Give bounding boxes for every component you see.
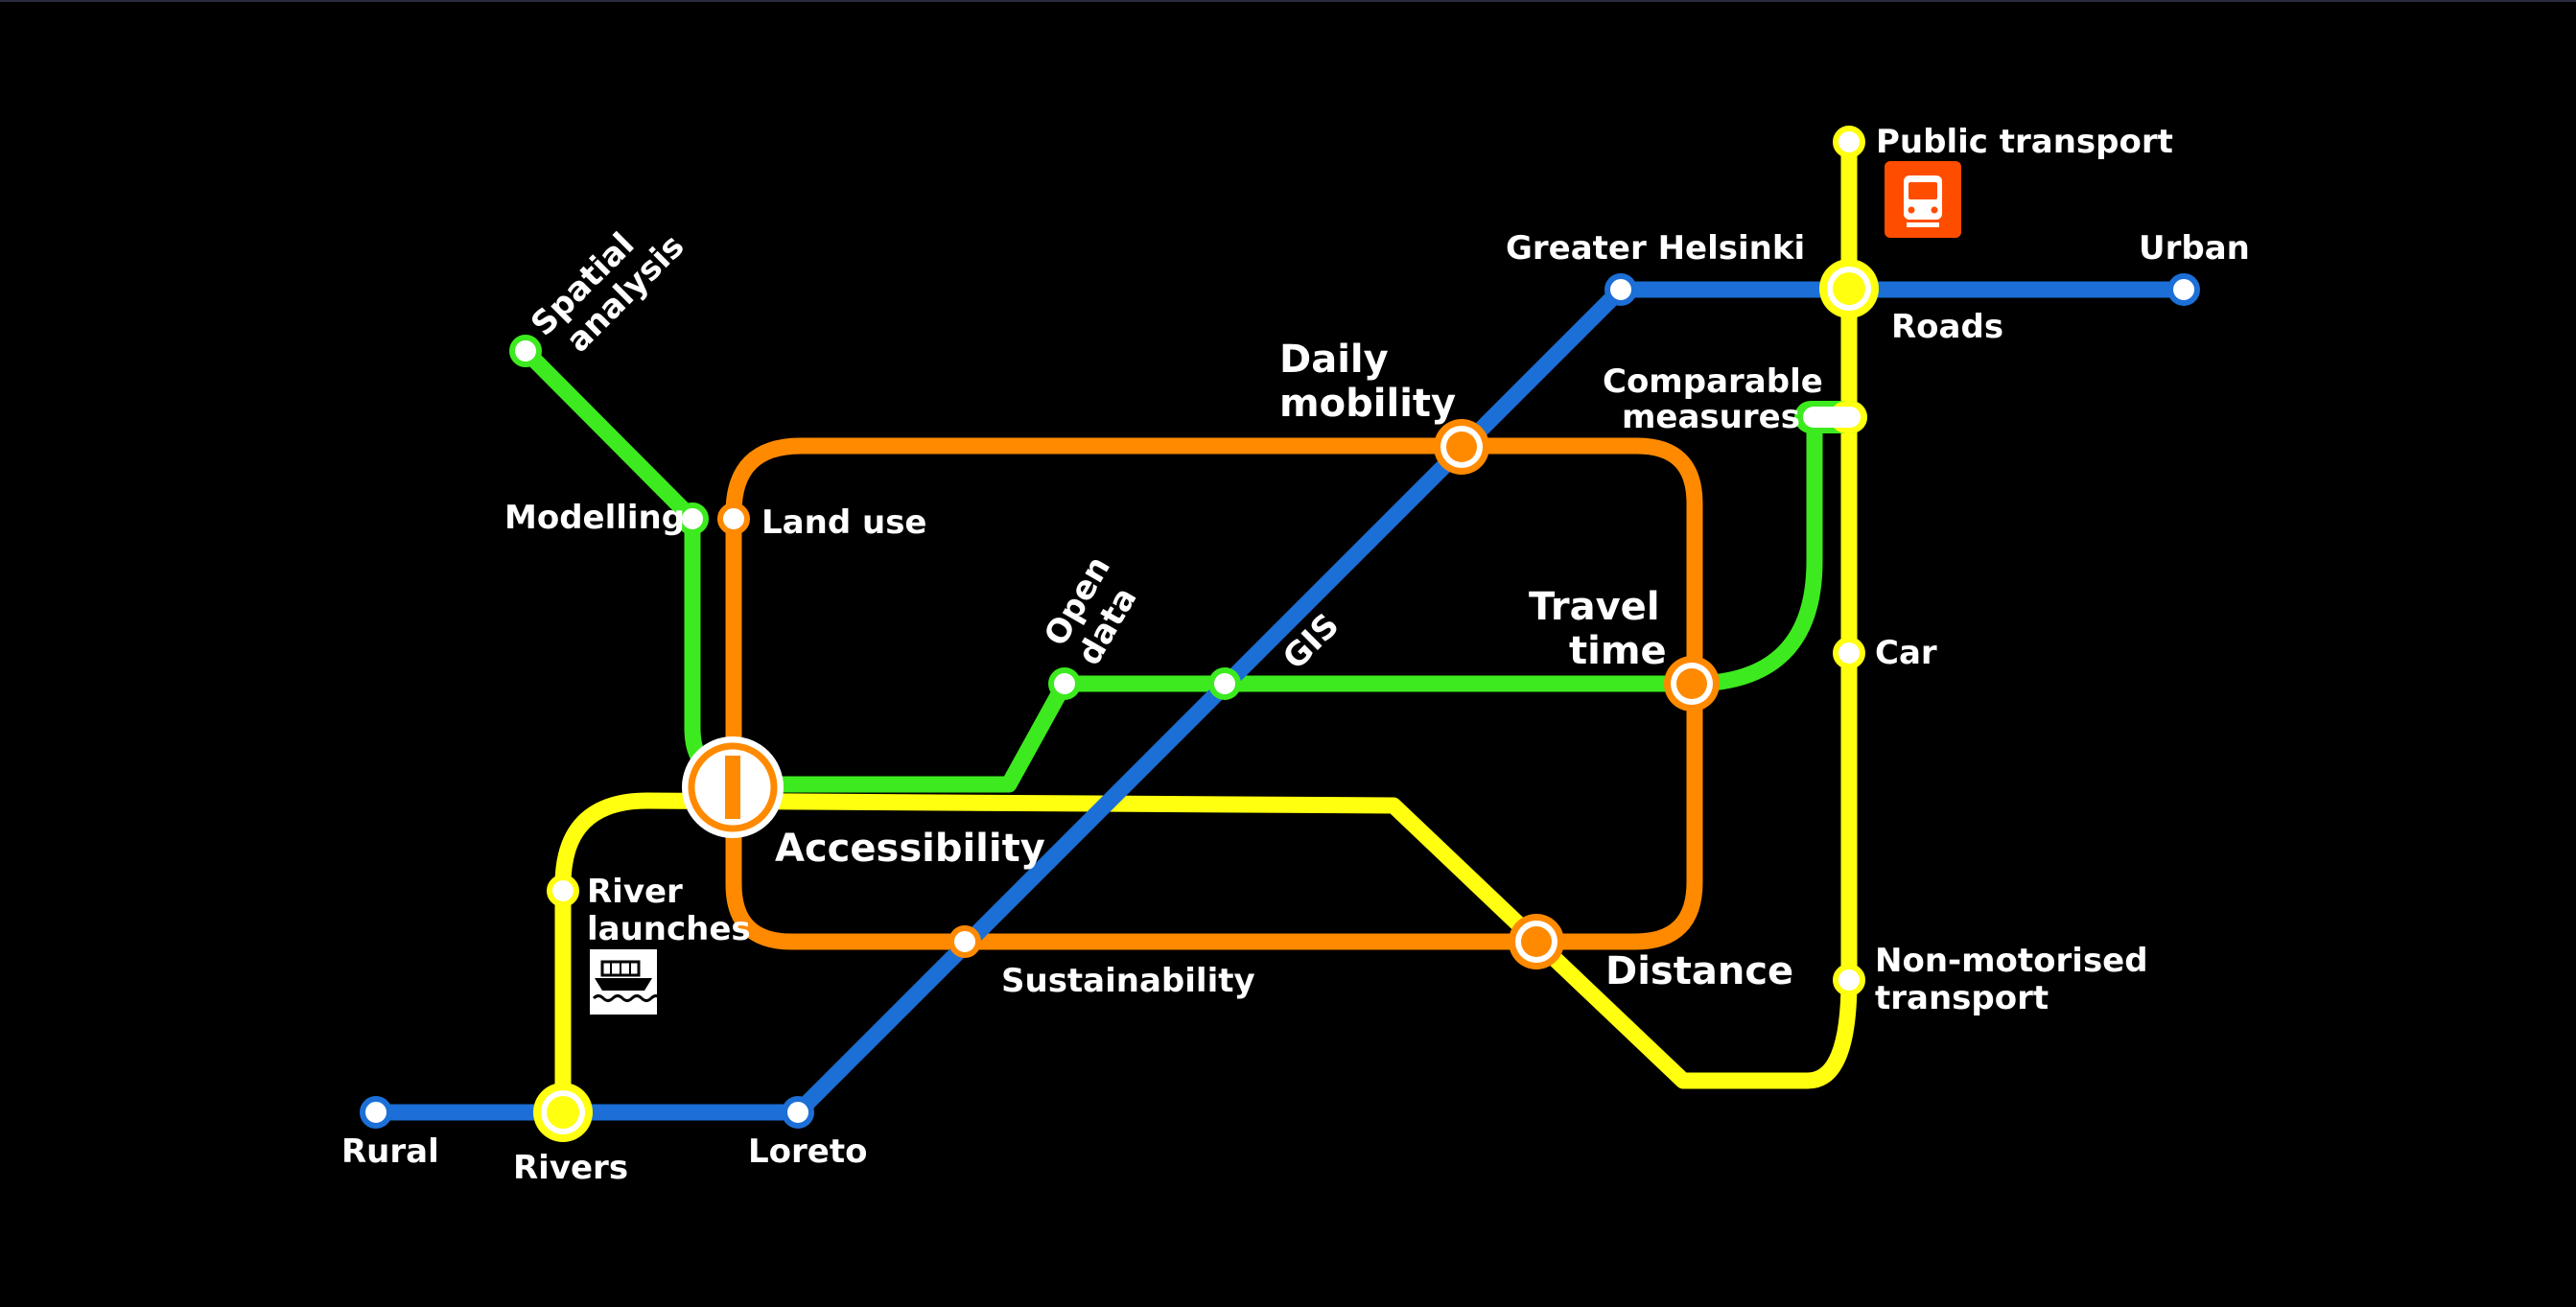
label-comparable: Comparable — [1603, 362, 1823, 401]
interchange-comparable-measures[interactable] — [1794, 401, 1867, 433]
label-accessibility: Accessibility — [775, 827, 1045, 871]
label-travel: Travel — [1529, 585, 1660, 629]
interchange-rivers[interactable] — [533, 1083, 593, 1142]
label-greater-helsinki: Greater Helsinki — [1506, 229, 1805, 268]
interchange-travel-time[interactable] — [1664, 656, 1720, 712]
label-measures: measures — [1622, 398, 1800, 436]
label-daily: Daily — [1279, 338, 1389, 382]
label-sustainability: Sustainability — [1001, 962, 1255, 1000]
station-non-motorised[interactable] — [1833, 964, 1865, 996]
station-river-launches[interactable] — [547, 875, 579, 907]
label-land-use: Land use — [761, 503, 927, 542]
boat-icon — [590, 949, 663, 1015]
label-time: time — [1569, 629, 1667, 673]
interchange-roads[interactable] — [1819, 259, 1879, 318]
station-public-transport[interactable] — [1833, 126, 1865, 158]
label-river: River — [587, 873, 683, 911]
station-gis[interactable] — [1208, 667, 1241, 700]
station-spatial-analysis[interactable] — [509, 335, 542, 367]
label-distance: Distance — [1605, 949, 1793, 993]
label-car: Car — [1875, 634, 1937, 672]
interchange-distance[interactable] — [1509, 914, 1564, 969]
label-mobility: mobility — [1279, 382, 1456, 426]
station-greater-helsinki[interactable] — [1604, 273, 1637, 306]
label-public-transport: Public transport — [1876, 123, 2173, 161]
station-loreto[interactable] — [782, 1096, 814, 1129]
station-sustainability[interactable] — [948, 925, 981, 958]
label-launches: launches — [587, 910, 751, 948]
station-rural[interactable] — [360, 1096, 392, 1129]
station-land-use[interactable] — [717, 502, 750, 535]
yellow-line — [554, 133, 1858, 1121]
label-non-motorised: Non-motorised — [1875, 942, 2148, 980]
label-urban: Urban — [2139, 229, 2250, 268]
label-rural: Rural — [341, 1132, 439, 1171]
station-open-data[interactable] — [1048, 667, 1081, 700]
label-loreto: Loreto — [748, 1132, 867, 1171]
label-modelling: Modelling — [504, 499, 685, 537]
interchange-daily-mobility[interactable] — [1434, 419, 1489, 475]
station-modelling[interactable] — [676, 502, 709, 535]
station-car[interactable] — [1833, 637, 1865, 669]
interchange-accessibility[interactable] — [682, 736, 784, 838]
label-roads: Roads — [1891, 308, 2003, 346]
bus-icon — [1885, 161, 1961, 238]
label-rivers: Rivers — [513, 1149, 628, 1187]
station-urban[interactable] — [2167, 273, 2200, 306]
label-transport: transport — [1875, 979, 2049, 1017]
